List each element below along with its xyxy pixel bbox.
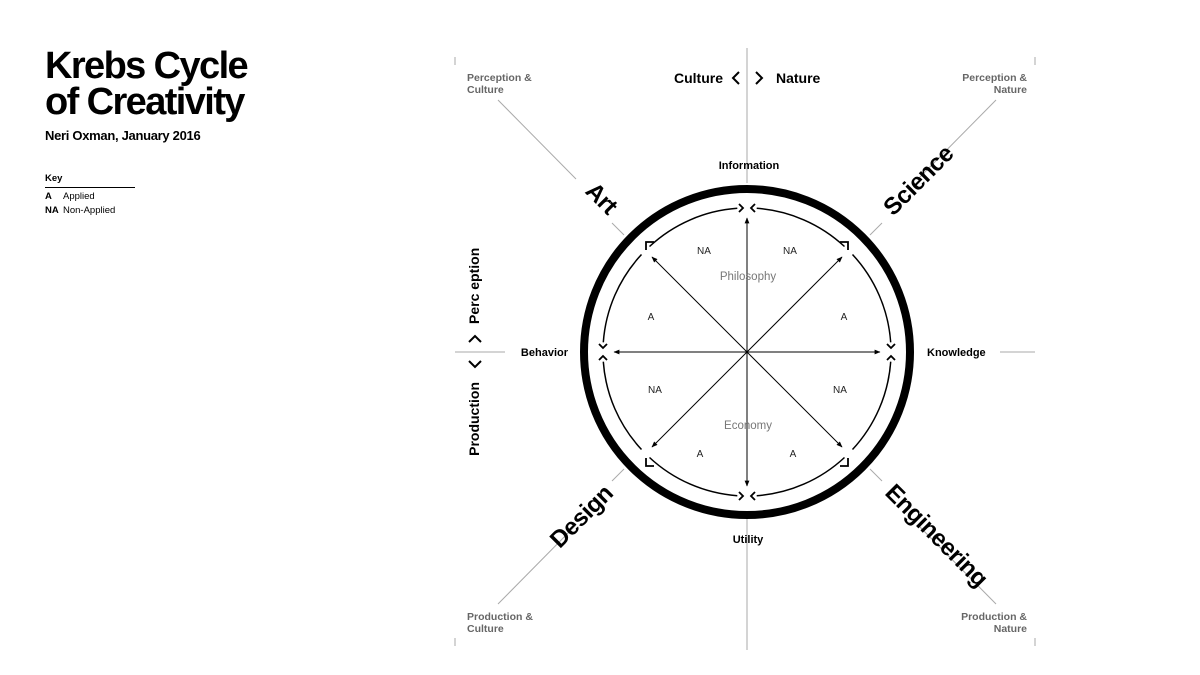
key-abbr: NA xyxy=(45,205,59,216)
corner-mark xyxy=(645,241,654,250)
inner-arc xyxy=(756,207,846,248)
corner-label-top-left-1: Perception & xyxy=(467,72,532,84)
frame-diag-inner-bottom-right xyxy=(869,468,883,482)
bracket-mark xyxy=(738,491,745,501)
cardinal-brackets xyxy=(598,203,896,501)
chevron-down-icon xyxy=(468,360,482,369)
domain-label-art: Art xyxy=(580,177,623,220)
inner-arc xyxy=(851,253,892,343)
page-title-line-1: Krebs Cycle xyxy=(45,45,249,87)
title-block: Krebs Cycle of Creativity Neri Oxman, Ja… xyxy=(45,45,249,216)
bracket-mark xyxy=(749,491,756,501)
bracket-mark xyxy=(749,203,756,213)
frame-diag-bottom-left xyxy=(497,524,577,605)
inner-arcs xyxy=(602,207,892,497)
spoke-top-right xyxy=(746,256,843,353)
corner-ticks xyxy=(454,57,1036,646)
corner-label-top-left-2: Culture xyxy=(467,84,504,96)
key-legend: Key A Applied NA Non-Applied xyxy=(45,173,135,216)
domain-label-science: Science xyxy=(878,140,959,221)
key-abbr: A xyxy=(45,191,52,202)
spokes xyxy=(613,217,881,487)
node-label-utility: Utility xyxy=(733,534,764,546)
bracket-mark xyxy=(886,343,896,350)
axis-label-nature: Nature xyxy=(776,70,821,86)
inner-arc xyxy=(602,253,643,343)
axis-label-perception: Perc eption xyxy=(466,248,482,324)
frame-diag-inner-top-left xyxy=(611,222,625,236)
key-heading: Key xyxy=(45,173,135,188)
region-label: NA xyxy=(783,246,797,257)
domain-label-engineering: Engineering xyxy=(880,479,993,592)
inner-arc xyxy=(602,361,643,451)
key-item-non-applied: NA Non-Applied xyxy=(45,205,135,216)
corner-mark xyxy=(645,458,654,467)
corner-label-top-right-2: Nature xyxy=(994,84,1027,96)
domain-label-design: Design xyxy=(545,480,619,554)
region-label: A xyxy=(841,312,848,323)
key-label: Applied xyxy=(63,191,95,202)
bracket-mark xyxy=(598,343,608,350)
bracket-mark xyxy=(886,354,896,361)
spoke-bottom-left xyxy=(651,351,748,448)
inner-arc xyxy=(648,207,738,248)
chevron-up-icon xyxy=(468,334,482,343)
node-label-knowledge: Knowledge xyxy=(927,347,986,359)
frame-diag-top-right xyxy=(917,99,997,180)
page-title-line-2: of Creativity xyxy=(45,81,245,123)
region-label: A xyxy=(648,312,655,323)
corner-mark xyxy=(840,458,849,467)
frame-lines xyxy=(455,48,1035,650)
frame-diag-top-left xyxy=(497,99,577,180)
frame-diag-inner-bottom-left xyxy=(611,468,625,482)
region-label: NA xyxy=(648,385,662,396)
frame-diag-inner-top-right xyxy=(869,222,883,236)
corner-label-bottom-left-1: Production & xyxy=(467,611,533,623)
chevron-left-icon xyxy=(731,71,740,85)
spoke-top-left xyxy=(651,256,748,353)
region-label: NA xyxy=(833,385,847,396)
chevron-right-icon xyxy=(755,71,764,85)
page-subtitle: Neri Oxman, January 2016 xyxy=(45,128,201,143)
frame-diag-bottom-right xyxy=(917,524,997,605)
region-label: NA xyxy=(697,246,711,257)
inner-arc xyxy=(756,456,846,497)
corner-label-bottom-right-2: Nature xyxy=(994,623,1027,635)
bracket-mark xyxy=(598,354,608,361)
region-label: A xyxy=(790,449,797,460)
spoke-bottom-right xyxy=(746,351,843,448)
node-label-information: Information xyxy=(719,160,780,172)
axis-label-production: Production xyxy=(466,382,482,456)
bracket-mark xyxy=(738,203,745,213)
outer-ring xyxy=(580,185,914,519)
inner-arc xyxy=(648,456,738,497)
center-label-economy: Economy xyxy=(724,420,772,432)
key-label: Non-Applied xyxy=(63,205,116,216)
axis-label-culture: Culture xyxy=(674,70,723,86)
corner-label-top-right-1: Perception & xyxy=(962,72,1027,84)
corner-mark xyxy=(840,241,849,250)
key-item-applied: A Applied xyxy=(45,191,135,202)
diagonal-markers xyxy=(645,241,849,467)
region-label: A xyxy=(697,449,704,460)
inner-arc xyxy=(851,361,892,451)
node-label-behavior: Behavior xyxy=(521,347,569,359)
corner-label-bottom-right-1: Production & xyxy=(961,611,1027,623)
corner-label-bottom-left-2: Culture xyxy=(467,623,504,635)
center-label-philosophy: Philosophy xyxy=(720,271,777,283)
